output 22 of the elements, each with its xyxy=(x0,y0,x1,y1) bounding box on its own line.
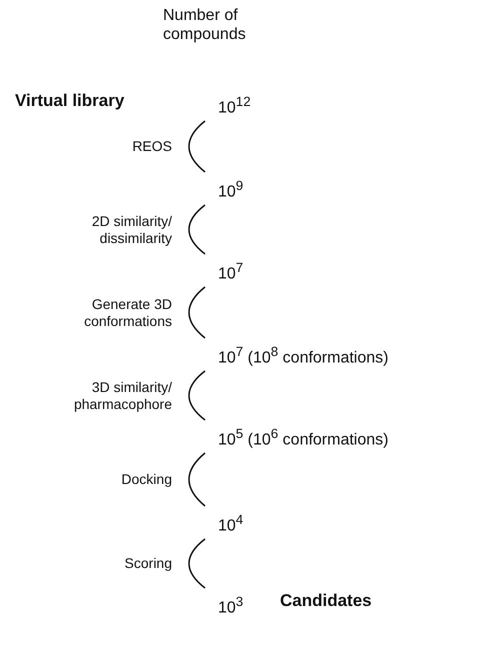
curved-connector xyxy=(188,370,206,421)
compound-count: 10$^{9}$ xyxy=(218,176,244,202)
curved-connector xyxy=(188,286,206,339)
curved-connector xyxy=(188,204,206,255)
compound-count: 10$^{4}$ xyxy=(218,510,244,536)
curved-connector xyxy=(188,452,206,507)
compound-count: 10$^{12}$ xyxy=(218,92,251,118)
edge-label: Scoring xyxy=(124,555,172,572)
edge-label: Docking xyxy=(120,471,172,488)
edge-label: 2D similarity/ dissimilarity xyxy=(90,212,172,246)
curved-connector xyxy=(188,538,206,589)
stage-label: Virtual library xyxy=(15,91,124,111)
edge-label: Generate 3D conformations xyxy=(83,296,172,330)
edge-label: 3D similarity/ pharmacophore xyxy=(72,378,172,412)
compound-count: 10$^{5}$ (10$^{6}$ conformations) xyxy=(218,424,388,450)
compound-count: 10$^{7}$ xyxy=(218,258,244,284)
column-heading: Number of compounds xyxy=(163,6,247,44)
stage-label: Candidates xyxy=(280,591,372,611)
compound-count: 10$^{7}$ (10$^{8}$ conformations) xyxy=(218,342,388,368)
compound-count: 10$^{3}$ xyxy=(218,592,244,618)
curved-connector xyxy=(188,120,206,173)
edge-label: REOS xyxy=(131,138,172,155)
